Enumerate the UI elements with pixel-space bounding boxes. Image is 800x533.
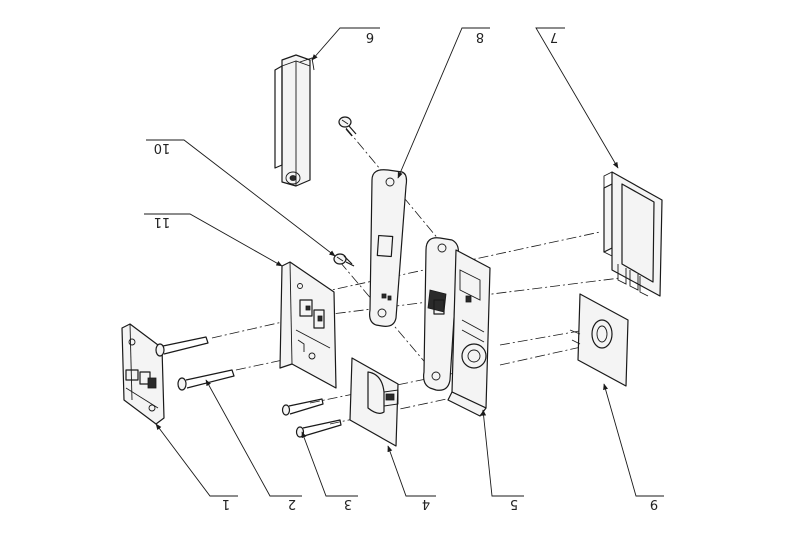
part-3-screw [281,398,342,438]
callout-4: 4 [422,496,430,511]
callout-11: 11 [154,214,171,229]
part-11-mounting-bracket [279,261,337,389]
callout-9: 9 [650,496,658,511]
part-1-inner-handle [121,323,165,425]
callout-10: 10 [154,140,171,155]
part-7-latch-housing [603,171,663,297]
callout-7: 7 [550,29,558,44]
part-10-screw [333,253,355,267]
part-5-lock-body [423,237,491,417]
face-plate-screw [338,116,357,137]
part-2-screw [155,336,235,391]
part-4-thumb-turn [349,357,399,447]
callout-6: 6 [366,29,374,44]
callout-2: 2 [288,496,296,511]
part-8-face-plate [369,169,408,327]
callout-3: 3 [344,496,352,511]
part-9-rosette [569,293,629,387]
callout-1: 1 [222,496,230,511]
assembly-axis-lines [211,127,621,425]
part-6-strike [274,54,315,187]
leader-lines [144,27,664,497]
callout-5: 5 [510,496,518,511]
callout-8: 8 [476,29,484,44]
